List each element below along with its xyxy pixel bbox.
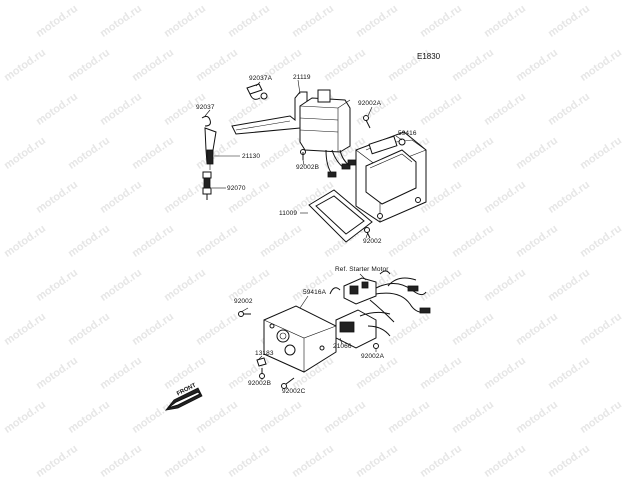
label-92002b-top: 92002B	[296, 164, 320, 171]
diagram-reference-code: E1830	[417, 52, 441, 61]
label-59416: 59416	[398, 130, 417, 137]
screws-lower-drawing	[238, 311, 295, 389]
label-11009: 11009	[279, 210, 298, 217]
label-59416a: 59416A	[303, 289, 327, 296]
label-92002a-low: 92002A	[361, 353, 385, 360]
label-ref-starter-motor: Ref. Starter Motor	[335, 266, 389, 273]
spark-plug-cap-drawing	[201, 115, 217, 170]
regulator-drawing	[335, 309, 391, 349]
upper-cover-drawing	[355, 131, 427, 223]
gasket-drawing	[300, 189, 373, 243]
spark-plug-drawing	[202, 171, 212, 200]
label-92002b-low: 92002B	[248, 380, 272, 387]
label-13183: 13183	[255, 350, 274, 357]
label-92002-low: 92002	[234, 298, 253, 305]
screw-92002a-top-drawing	[363, 115, 371, 129]
lower-cover-drawing	[263, 305, 337, 373]
label-92037a: 92037A	[249, 75, 273, 82]
label-92002a-top: 92002A	[358, 100, 382, 107]
label-21119: 21119	[293, 74, 311, 81]
ignition-coil-drawing	[299, 89, 357, 178]
screw-92002-mid-drawing	[364, 227, 371, 239]
label-92002-mid: 92002	[363, 238, 382, 245]
label-21130: 21130	[242, 153, 261, 160]
diagram-drawing	[165, 79, 431, 411]
front-arrow-icon	[165, 387, 203, 411]
label-92037: 92037	[196, 104, 215, 111]
ignition-coil-lead-drawing	[231, 83, 308, 135]
label-92002c: 92002C	[282, 388, 306, 395]
starter-relay-drawing	[329, 270, 431, 323]
label-21066: 21066	[333, 343, 352, 350]
leader-lines	[204, 79, 403, 389]
label-92070: 92070	[227, 185, 246, 192]
